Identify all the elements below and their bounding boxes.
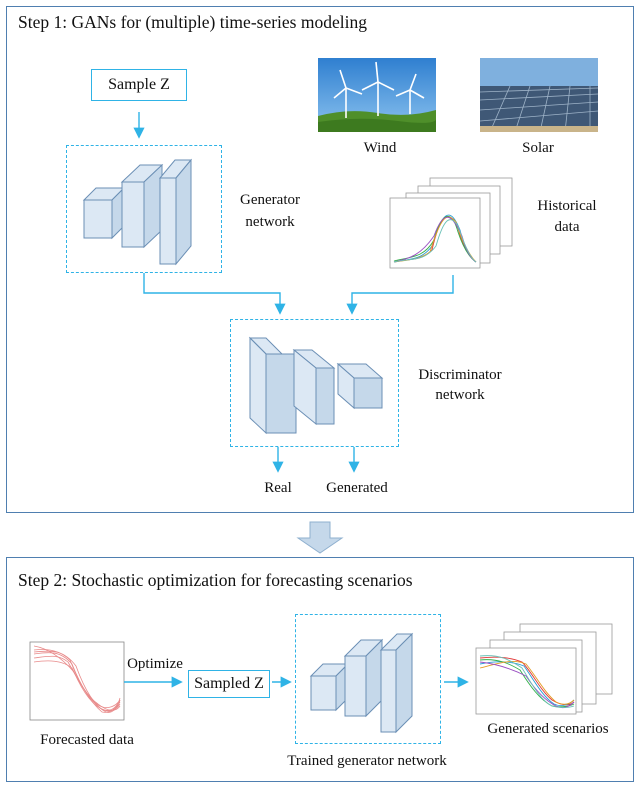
generated-scenarios-label: Generated scenarios (487, 721, 609, 737)
discriminator-label-line2: network (435, 387, 485, 403)
discriminator-label-line1: Discriminator (418, 367, 502, 383)
generated-label: Generated (326, 480, 388, 496)
step2-title: Step 2: Stochastic optimization for fore… (18, 570, 413, 590)
wind-label: Wind (363, 140, 397, 156)
historical-label-line1: Historical (537, 198, 597, 214)
generator-label-line1: Generator (240, 192, 300, 208)
generator-label-line2: network (245, 214, 295, 230)
optimize-label: Optimize (127, 656, 183, 672)
wind-turbine-image (318, 58, 436, 132)
sample-z-box: Sample Z (91, 69, 187, 101)
real-label: Real (264, 480, 292, 496)
forecasted-data-label: Forecasted data (40, 732, 134, 748)
step1-title: Step 1: GANs for (multiple) time-series … (18, 12, 367, 32)
generator-frame (66, 145, 222, 273)
trained-generator-frame (295, 614, 441, 744)
step-transition-arrow (296, 521, 344, 554)
sampled-z-box: Sampled Z (188, 670, 270, 698)
solar-panel-image (480, 58, 598, 132)
historical-label-line2: data (554, 219, 580, 235)
discriminator-frame (230, 319, 399, 447)
solar-label: Solar (522, 140, 554, 156)
trained-generator-label: Trained generator network (287, 753, 447, 769)
